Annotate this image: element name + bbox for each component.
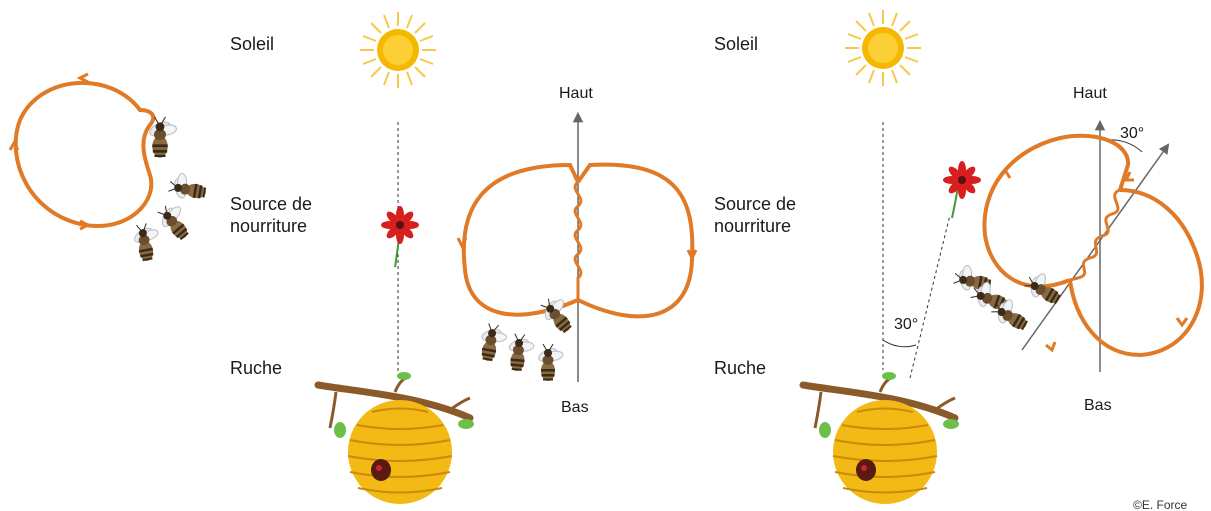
label-sun: Soleil bbox=[714, 33, 758, 55]
beehive-icon bbox=[318, 372, 474, 504]
label-up: Haut bbox=[559, 83, 593, 105]
label-food-source-line2: nourriture bbox=[230, 215, 307, 237]
flower-icon bbox=[943, 161, 981, 218]
label-field-angle: 30° bbox=[894, 314, 918, 336]
food-direction-line bbox=[910, 215, 950, 378]
copyright-credit: ©E. Force bbox=[1133, 494, 1187, 511]
label-food-source-line1: Source de bbox=[230, 193, 312, 215]
label-food-source-line1: Source de bbox=[714, 193, 796, 215]
label-down: Bas bbox=[561, 397, 589, 419]
label-hive: Ruche bbox=[714, 357, 766, 379]
sun-icon bbox=[360, 12, 436, 88]
beehive-icon bbox=[803, 372, 959, 504]
label-dance-angle: 30° bbox=[1120, 123, 1144, 145]
label-down: Bas bbox=[1084, 395, 1112, 417]
label-hive: Ruche bbox=[230, 357, 282, 379]
flower-icon bbox=[381, 206, 419, 267]
label-food-source-line2: nourriture bbox=[714, 215, 791, 237]
label-up: Haut bbox=[1073, 83, 1107, 105]
waggle-dance-tilted bbox=[984, 122, 1201, 372]
bee-icon bbox=[952, 263, 1066, 336]
label-sun: Soleil bbox=[230, 33, 274, 55]
field-angle-arc bbox=[883, 340, 916, 347]
round-dance-path bbox=[10, 74, 153, 229]
sun-icon bbox=[845, 10, 921, 86]
